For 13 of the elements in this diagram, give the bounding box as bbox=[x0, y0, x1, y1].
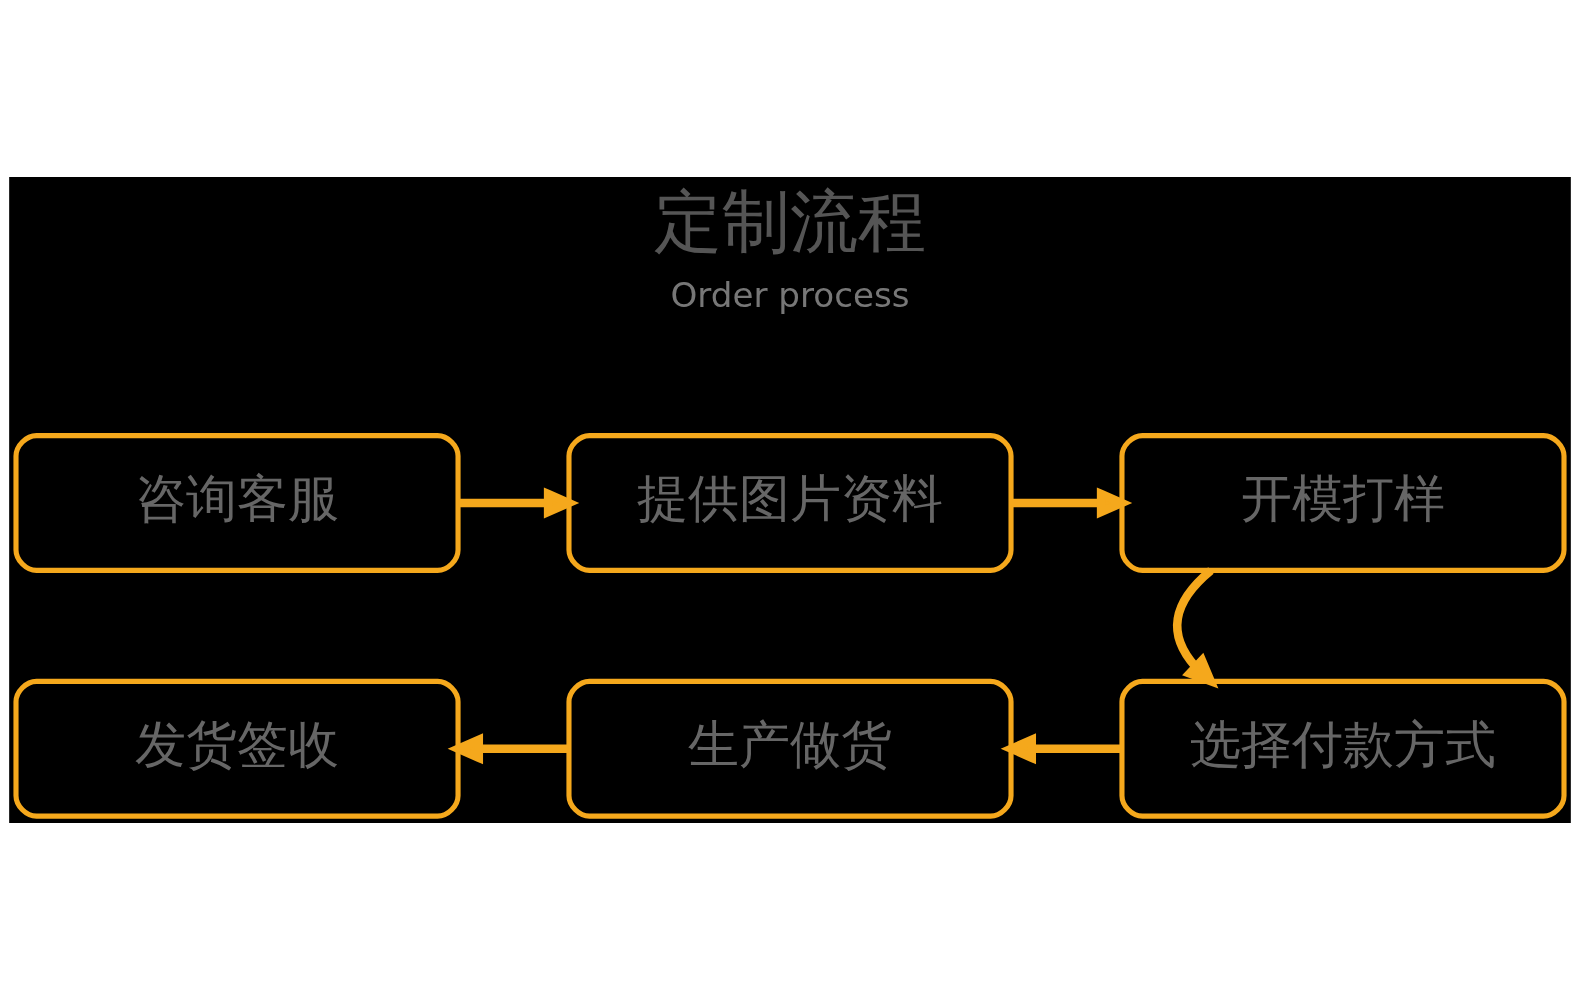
node-box: 提供图片资料 bbox=[566, 433, 1014, 573]
arrow bbox=[1011, 487, 1133, 519]
node-box: 开模打样 bbox=[1119, 433, 1567, 573]
node-box: 生产做货 bbox=[566, 678, 1014, 819]
node-box: 发货签收 bbox=[13, 678, 461, 819]
node-box: 咨询客服 bbox=[13, 433, 461, 573]
diagram-title: 定制流程 bbox=[654, 182, 926, 262]
arrow bbox=[1000, 733, 1122, 765]
arrow bbox=[458, 487, 580, 519]
label: Order process bbox=[670, 274, 910, 315]
node-box: 选择付款方式 bbox=[1119, 678, 1567, 819]
arrow bbox=[447, 733, 569, 765]
arrow bbox=[1173, 567, 1219, 689]
